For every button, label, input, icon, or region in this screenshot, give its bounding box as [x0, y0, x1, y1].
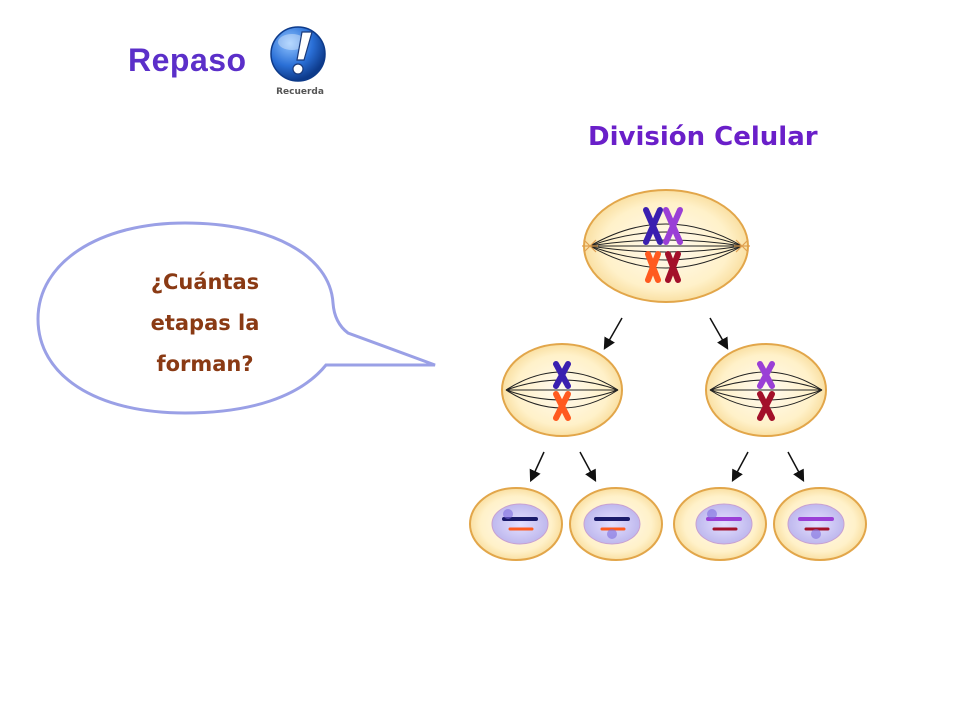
arrow-2a	[529, 451, 545, 483]
bubble-question: ¿Cuántas etapas la forman?	[150, 270, 260, 376]
exclamation-badge-icon: Recuerda	[270, 26, 326, 97]
gamete-cell-2	[569, 487, 663, 561]
speech-bubble	[36, 221, 436, 415]
daughter-cell-right	[705, 343, 827, 437]
diagram-title: División Celular	[588, 122, 818, 152]
arrow-2d	[787, 451, 805, 482]
arrow-2c	[731, 451, 749, 482]
arrow-2b	[579, 451, 597, 482]
arrow-right-1	[709, 317, 729, 350]
badge-label: Recuerda	[276, 87, 324, 97]
arrow-left-1	[603, 317, 623, 350]
gamete-cell-3	[673, 487, 767, 561]
gamete-cell-4	[773, 487, 867, 561]
parent-cell	[582, 189, 750, 303]
gamete-cell-1	[469, 487, 563, 561]
slide-heading: Repaso	[128, 42, 247, 78]
daughter-cell-left	[501, 343, 623, 437]
cell-division-diagram	[469, 189, 867, 561]
